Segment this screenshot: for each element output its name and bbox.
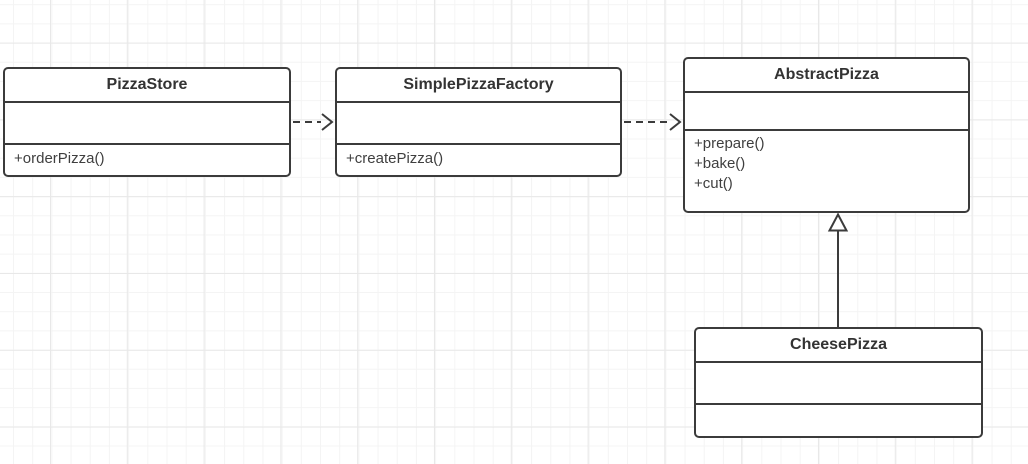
method-label: +orderPizza()	[14, 150, 105, 167]
method-label: +cut()	[694, 175, 733, 192]
class-methods-section: +createPizza()	[337, 145, 620, 175]
uml-class-pizza-store[interactable]: PizzaStore +orderPizza()	[3, 67, 291, 177]
inheritance-arrow-cheesepizza-to-abstractpizza[interactable]	[827, 212, 849, 328]
open-arrowhead-icon	[321, 113, 334, 131]
hollow-triangle-arrowhead-icon	[827, 212, 849, 232]
class-attributes-section	[5, 103, 289, 145]
class-title: SimplePizzaFactory	[337, 69, 620, 103]
dependency-arrow-factory-to-abstractpizza[interactable]	[624, 113, 682, 131]
class-methods-section	[696, 405, 981, 436]
class-attributes-section	[696, 363, 981, 405]
method-label: +prepare()	[694, 135, 765, 152]
class-attributes-section	[685, 93, 968, 131]
class-methods-section: +prepare() +bake() +cut()	[685, 131, 968, 211]
method-label: +createPizza()	[346, 150, 444, 167]
method-label: +bake()	[694, 155, 746, 172]
class-title: CheesePizza	[696, 329, 981, 363]
class-title: AbstractPizza	[685, 59, 968, 93]
uml-class-simple-pizza-factory[interactable]: SimplePizzaFactory +createPizza()	[335, 67, 622, 177]
class-attributes-section	[337, 103, 620, 145]
uml-class-cheese-pizza[interactable]: CheesePizza	[694, 327, 983, 438]
class-methods-section: +orderPizza()	[5, 145, 289, 175]
dependency-arrow-pizzastore-to-factory[interactable]	[293, 113, 334, 131]
class-title: PizzaStore	[5, 69, 289, 103]
open-arrowhead-icon	[669, 113, 682, 131]
uml-class-abstract-pizza[interactable]: AbstractPizza +prepare() +bake() +cut()	[683, 57, 970, 213]
